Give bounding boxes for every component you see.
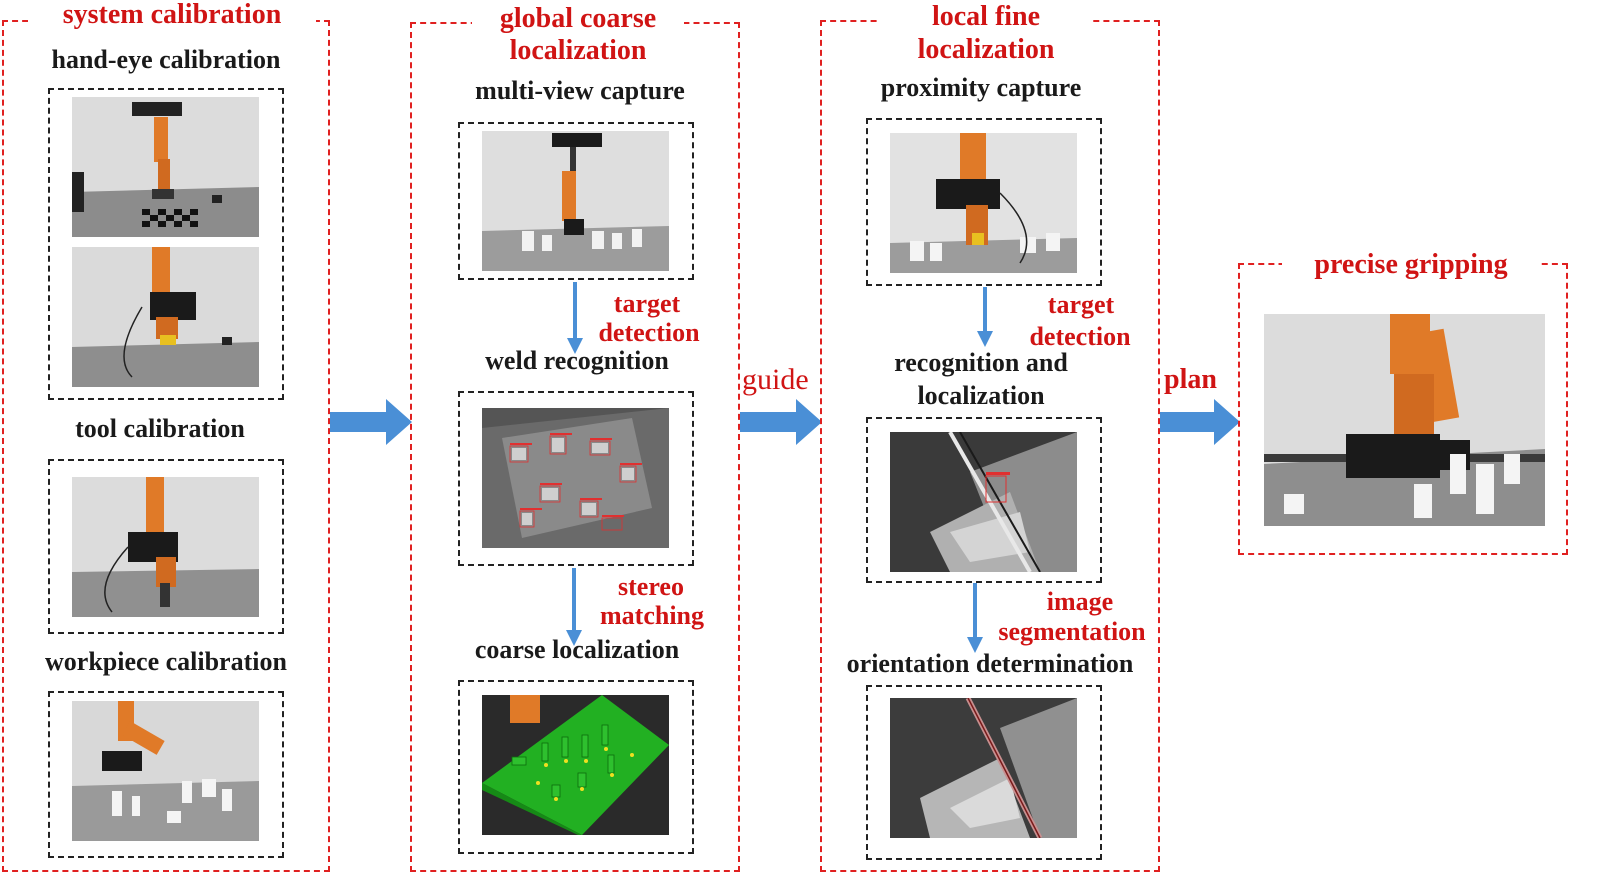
recognition-photo-frame: [866, 417, 1102, 583]
weld-recognition-photo: [482, 408, 669, 548]
stage-title-local-fine-line1: local fine: [880, 2, 1092, 32]
multi-view-capture-photo: [482, 131, 669, 271]
multi-view-photo-frame: [458, 122, 694, 280]
label-stereo: stereo: [618, 572, 684, 601]
recognition-localization-photo: [890, 432, 1077, 572]
stage-title-local-fine-line2: localization: [890, 35, 1082, 65]
proximity-photo-frame: [866, 118, 1102, 286]
heading-orientation-determination: orientation determination: [846, 649, 1134, 678]
hand-eye-photo-checkerboard: [72, 97, 259, 237]
label-matching: matching: [600, 601, 704, 630]
flow-arrow-3: [1160, 399, 1240, 445]
heading-workpiece-calibration: workpiece calibration: [45, 647, 287, 676]
tool-calibration-photo: [72, 477, 259, 617]
coarse-localization-render: [482, 695, 669, 835]
flow-arrow-1: [330, 399, 412, 445]
heading-localization: localization: [917, 381, 1045, 410]
orientation-determination-photo: [890, 698, 1077, 838]
weld-recognition-photo-frame: [458, 391, 694, 566]
stage-title-system-calibration: system calibration: [28, 0, 316, 30]
orientation-photo-frame: [866, 685, 1102, 860]
heading-coarse-localization: coarse localization: [474, 635, 680, 664]
label-target-detection-2b: detection: [1029, 322, 1131, 351]
workpiece-photo-frame: [48, 691, 284, 858]
connector-label-guide: guide: [742, 363, 809, 396]
hand-eye-photo-camera-down: [72, 247, 259, 387]
precise-gripping-photo: [1264, 314, 1545, 526]
label-target-detection-1b: detection: [598, 318, 700, 347]
down-arrow-image-segmentation: [967, 583, 983, 653]
down-arrow-stereo-matching: [566, 568, 582, 646]
proximity-capture-photo: [890, 133, 1077, 273]
coarse-localization-photo-frame: [458, 680, 694, 854]
label-segmentation: segmentation: [998, 617, 1146, 646]
label-target-detection-2a: target: [1047, 290, 1115, 319]
heading-tool-calibration: tool calibration: [75, 414, 245, 443]
heading-weld-recognition: weld recognition: [485, 346, 669, 375]
down-arrow-target-detection-1: [567, 282, 583, 354]
label-image: image: [1046, 587, 1114, 616]
label-target-detection-1a: target: [613, 289, 681, 318]
down-arrow-target-detection-2: [977, 287, 993, 347]
heading-proximity-capture: proximity capture: [880, 73, 1082, 102]
hand-eye-photo-frame: [48, 88, 284, 400]
connector-label-plan: plan: [1164, 364, 1217, 395]
stage-title-global-coarse-line1: global coarse: [472, 4, 684, 34]
flow-arrow-2: [740, 399, 822, 445]
stage-title-global-coarse-line2: localization: [482, 36, 674, 66]
heading-hand-eye-calibration: hand-eye calibration: [51, 45, 281, 74]
stage-title-precise-gripping: precise gripping: [1282, 250, 1540, 280]
heading-multi-view-capture: multi-view capture: [475, 76, 685, 105]
heading-recognition-and: recognition and: [894, 348, 1068, 377]
tool-photo-frame: [48, 459, 284, 634]
workpiece-calibration-photo: [72, 701, 259, 841]
